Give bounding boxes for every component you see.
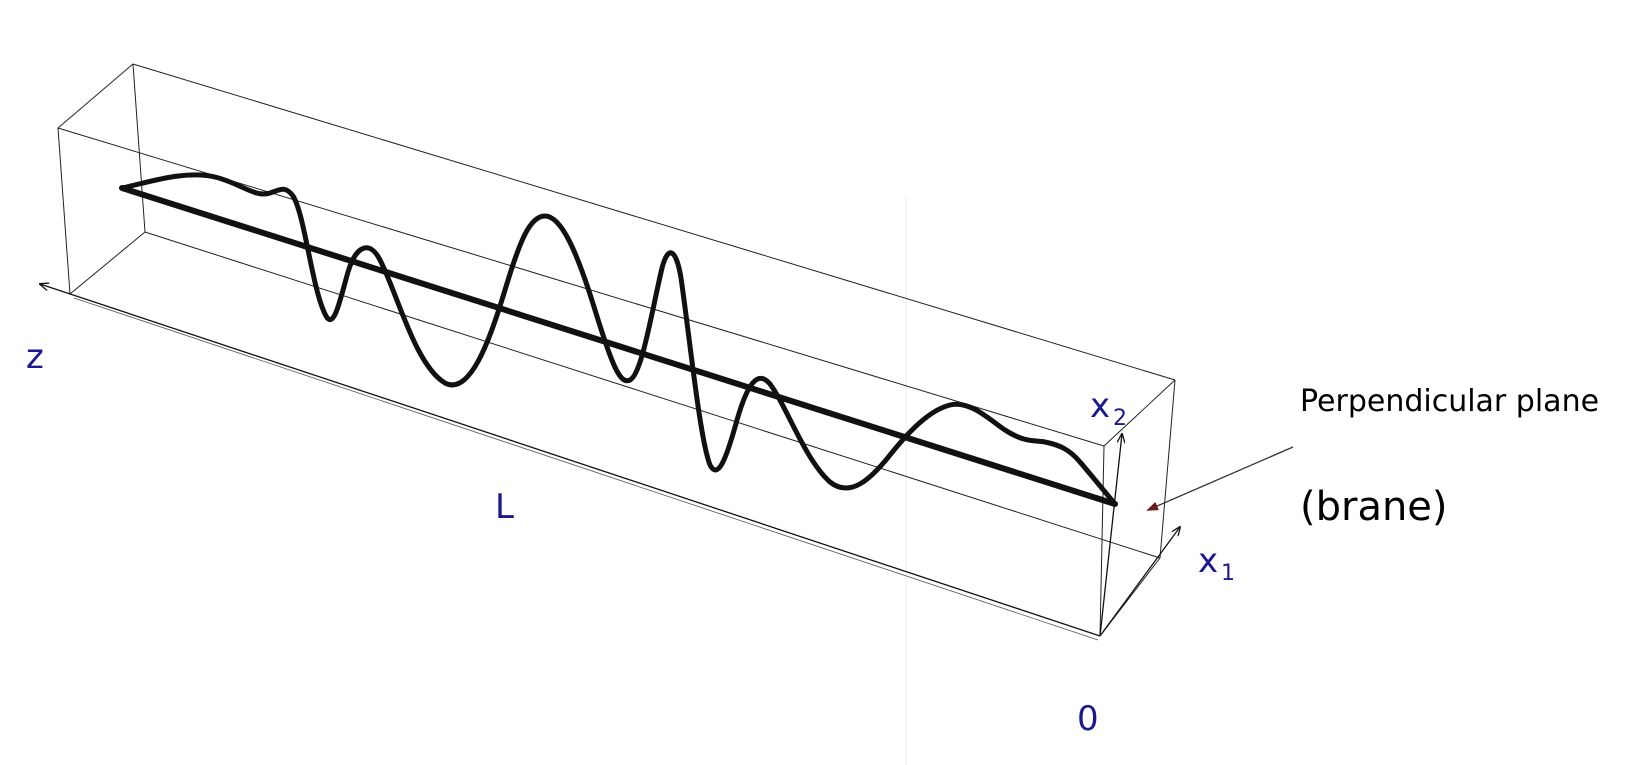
x2-axis-label: x 2 <box>1090 386 1127 431</box>
straight-string <box>119 185 1118 507</box>
z-axis-line <box>40 284 1101 637</box>
svg-text:1: 1 <box>1221 561 1235 586</box>
plane-pointer-arrow <box>1146 446 1294 511</box>
svg-text:2: 2 <box>1113 406 1127 431</box>
length-label: L <box>495 487 514 527</box>
brane-label: (brane) <box>1300 484 1448 530</box>
oscillating-string <box>119 172 1118 507</box>
svg-text:x: x <box>1198 541 1218 581</box>
svg-text:x: x <box>1090 386 1110 426</box>
z-axis-shadow-line <box>73 297 1099 641</box>
plane-label: Perpendicular plane <box>1300 384 1599 419</box>
x1-axis-label: x 1 <box>1198 541 1235 586</box>
bounding-box <box>57 63 1176 637</box>
z-axis-label: z <box>26 337 44 377</box>
origin-label: 0 <box>1077 699 1099 739</box>
x1-axis-line <box>1099 527 1180 637</box>
x2-axis-line <box>1099 434 1122 637</box>
